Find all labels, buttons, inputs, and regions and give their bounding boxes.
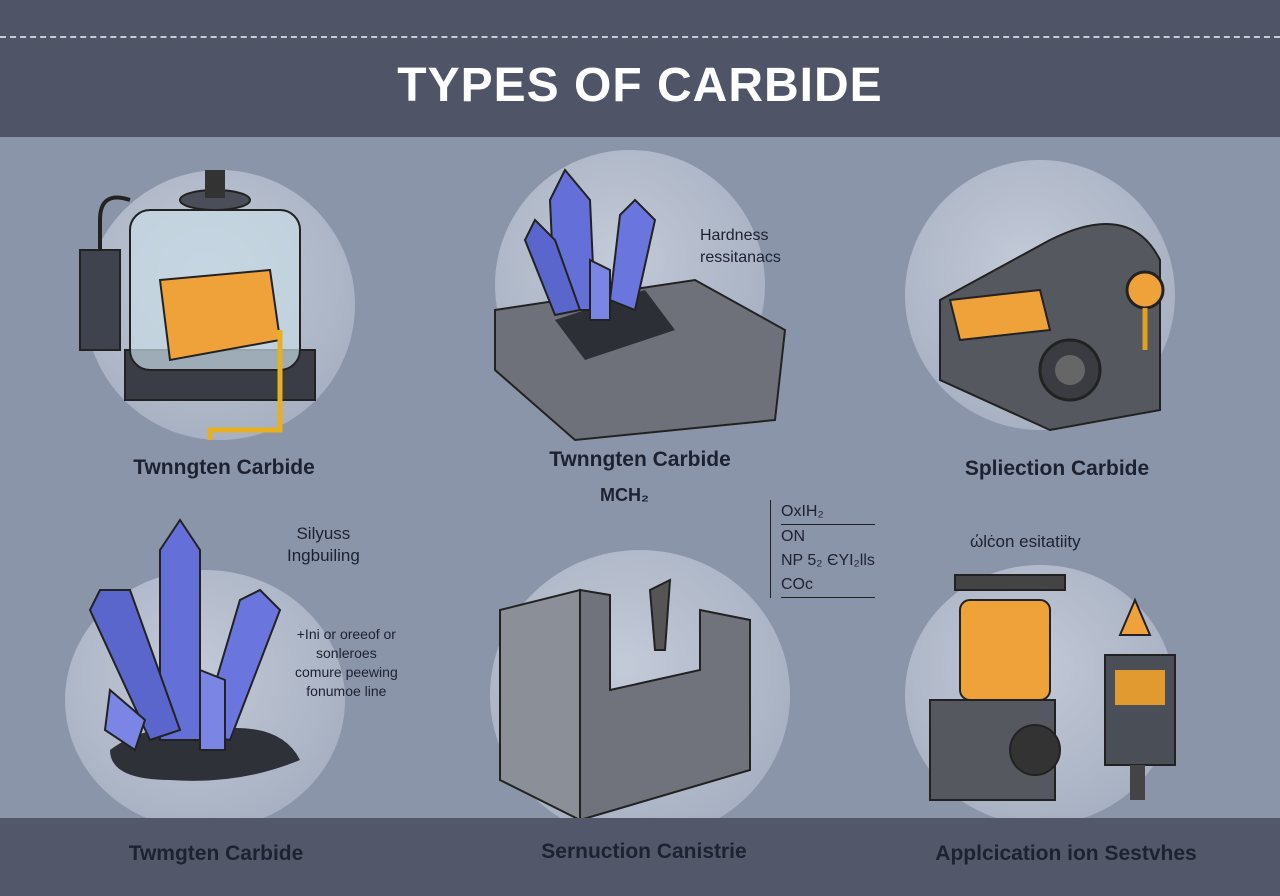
note-line: sonleroes <box>316 645 377 661</box>
silicon-note: ώlċon esitatiity <box>970 532 1081 551</box>
note-line: Hardness <box>700 227 769 244</box>
note-line: ressitanacs <box>700 249 781 266</box>
panel-3-label: Spliection Carbide <box>964 457 1150 480</box>
table-row: OxIH₂ <box>781 500 875 525</box>
formula-label: MCH₂ <box>600 485 649 505</box>
application-apparatus-illustration <box>929 574 1176 801</box>
hardness-note: Hardness ressitanacs <box>700 225 781 269</box>
description-note: +Ini or oreeof or sonleroes comure peewi… <box>295 625 398 701</box>
u-block-illustration <box>499 578 751 822</box>
dashed-divider <box>0 36 1280 38</box>
table-row: NP 5₂ ЄYI₂lls <box>781 552 875 569</box>
panel-4-label: Twmgten Carbide <box>128 842 304 865</box>
glass-chamber-illustration <box>79 170 316 440</box>
panel-1-label: Twnngten Carbide <box>133 456 315 479</box>
header-banner: TYPES OF CARBIDE <box>0 0 1280 137</box>
page-title: TYPES OF CARBIDE <box>397 59 883 112</box>
crystal-block-illustration <box>494 168 787 442</box>
note-line: Silyuss <box>296 524 351 543</box>
panel-2-label: Twnngten Carbide <box>549 448 731 471</box>
panel-5-label: Sernuction Canistrie <box>541 840 747 863</box>
panel-6-label: Applcication ion Sestvhes <box>935 842 1197 865</box>
note-line: fonumoe line <box>306 683 387 699</box>
carbide-machine-illustration <box>939 223 1165 432</box>
note-line: +Ini or oreeof or <box>296 626 396 642</box>
table-row: COc <box>781 573 875 598</box>
crystal-cluster-illustration <box>88 518 300 781</box>
footer-band <box>0 818 1280 896</box>
composition-table: OxIH₂ ON NP 5₂ ЄYI₂lls COc <box>770 500 875 598</box>
note-line: Ingbuiling <box>287 546 360 565</box>
table-row: ON <box>781 528 805 545</box>
silyuss-note: Silyuss Ingbuiling <box>287 523 360 567</box>
note-line: comure peewing <box>295 664 398 680</box>
